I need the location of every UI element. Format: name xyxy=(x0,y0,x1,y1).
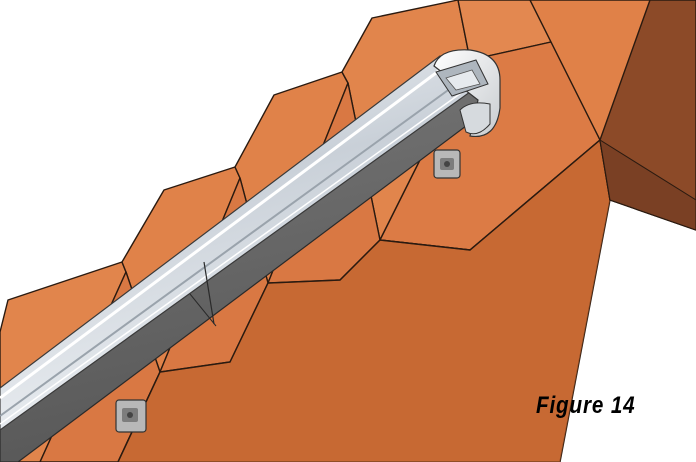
figure-caption: Figure 14 xyxy=(536,392,636,419)
handrail-joint-lower xyxy=(189,293,217,327)
stringer-shadow xyxy=(118,140,610,462)
handrail-joint xyxy=(203,261,215,325)
handrail-end-cap-icon xyxy=(433,49,501,138)
wall-bracket-icon xyxy=(433,149,461,179)
handrail-highlight xyxy=(0,62,449,400)
handrail-groove xyxy=(0,79,463,417)
stringer-end-mid xyxy=(599,138,696,231)
handrail xyxy=(0,55,491,462)
wall-bracket-icon xyxy=(115,399,147,433)
stringer-zigzag-edge xyxy=(117,139,601,462)
handrail-groove-highlight xyxy=(0,87,469,425)
